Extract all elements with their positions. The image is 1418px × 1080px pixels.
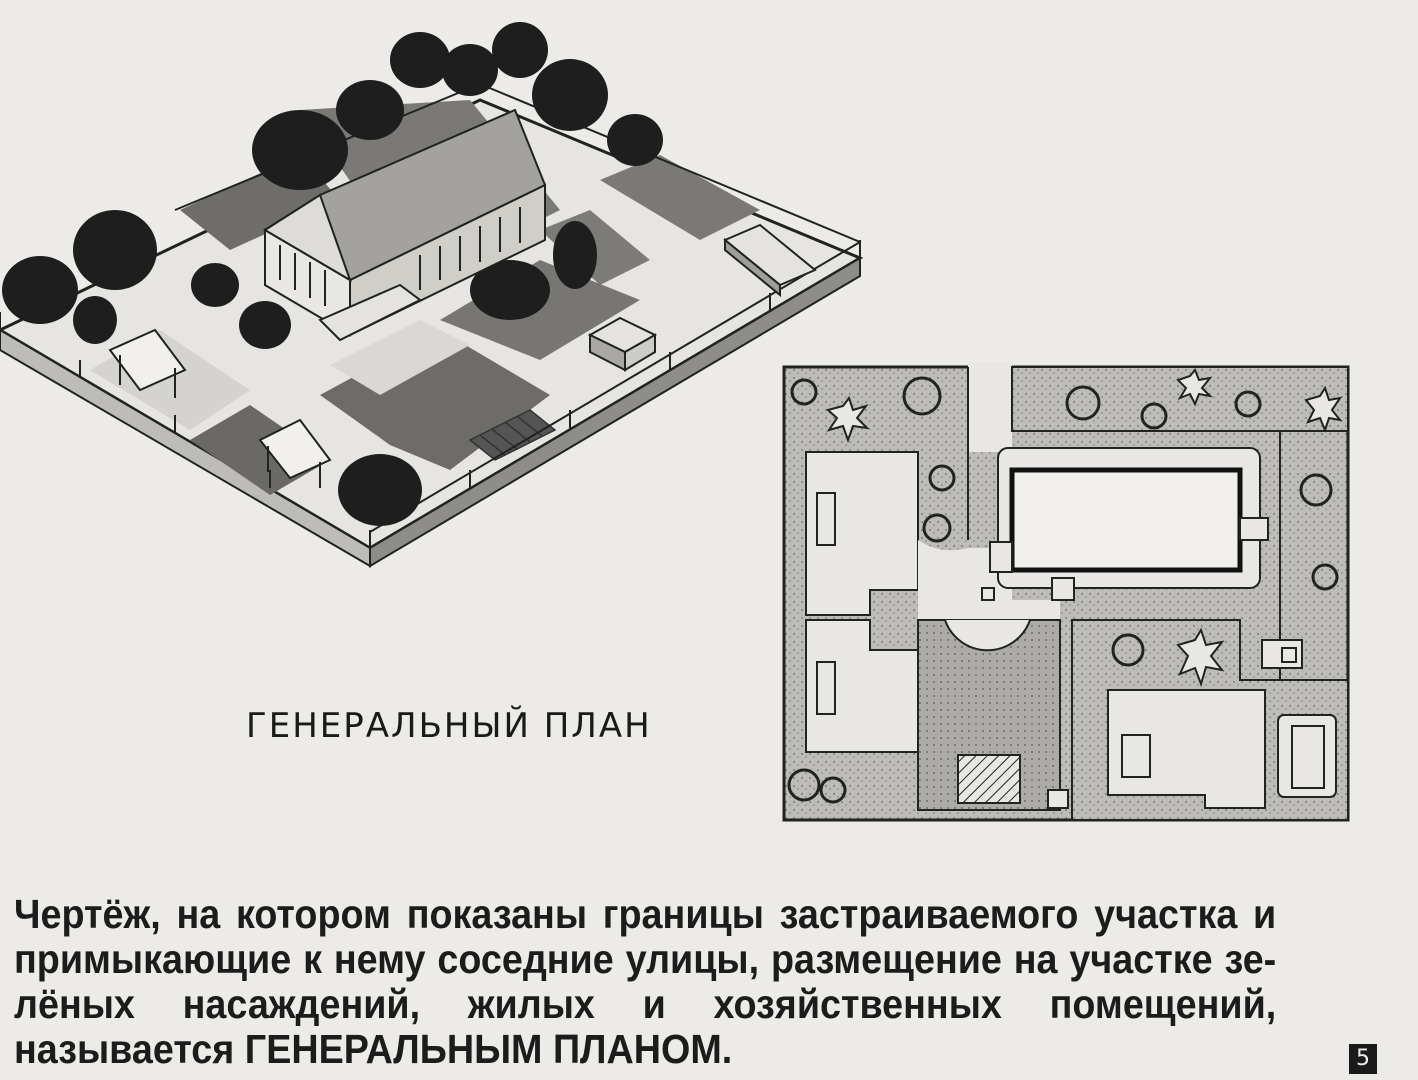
yard: [1107, 689, 1266, 809]
site-plan-drawing: [782, 362, 1350, 822]
diagram-title: ГЕНЕРАЛЬНЫЙ ПЛАН: [246, 706, 652, 746]
trees: [2, 22, 663, 526]
frame-number: 5: [1349, 1044, 1377, 1074]
entrance-path: [968, 362, 1012, 452]
lot-side-right: [369, 256, 861, 568]
path: [330, 320, 470, 395]
lawn: [600, 155, 760, 240]
main-house: [263, 108, 547, 342]
caption: Чертёж, на котором показаны границы заст…: [14, 892, 1276, 1072]
shrub-symbols: [825, 368, 1343, 688]
outbuilding: [1291, 725, 1325, 789]
lawn: [440, 260, 640, 360]
caption-text: Чертёж, на котором показаны границы заст…: [14, 891, 1277, 1072]
small-shed: [1121, 734, 1151, 778]
isometric-plot-illustration: [0, 22, 864, 568]
caption-emphasis: ГЕНЕРАЛЬНЫМ ПЛАНОМ.: [244, 1026, 733, 1072]
hatched-shed: [957, 754, 1021, 804]
outbuildings: [108, 223, 817, 488]
house: [1009, 467, 1243, 573]
tree-symbols: [787, 376, 1339, 804]
